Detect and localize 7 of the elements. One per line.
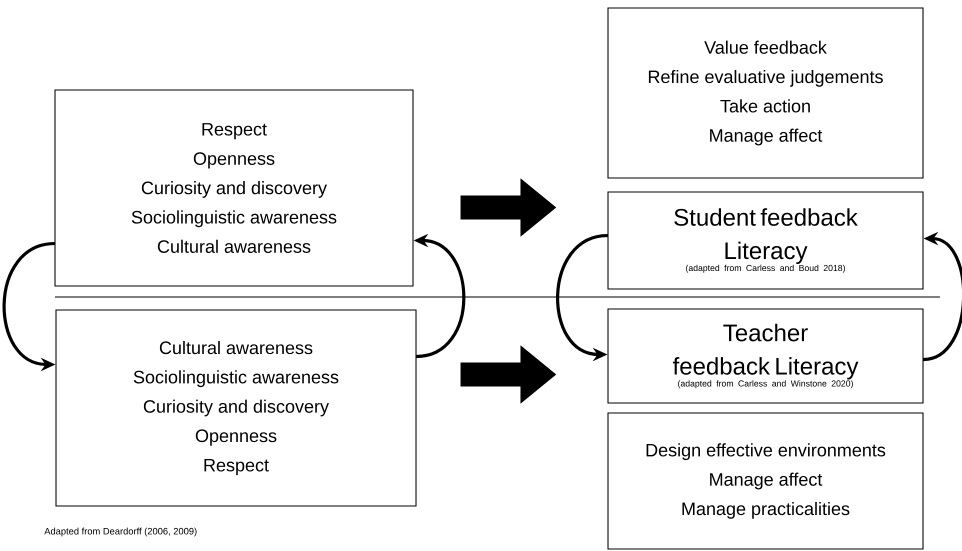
source-note: Adapted from Deardorff (2006, 2009) (44, 528, 197, 536)
text-box: Student feedback Literacy (adapted from Carless and Boud 2018) (607, 191, 924, 290)
text-box: Value feedback Refine evaluative judgements Take action Manage affect (607, 7, 924, 179)
text-box: Teacher feedback Literacy (adapted from Carless and Winstone 2020) (607, 308, 924, 404)
text-box: Respect Openness Curiosity and discovery Sociolinguistic awareness Cultural awareness (54, 89, 414, 287)
text-box: Cultural awareness Sociolinguistic awareness Curiosity and discovery Openness Respect (55, 309, 417, 507)
text-box: Design effective environments Manage affect Manage practicalities (607, 412, 924, 550)
